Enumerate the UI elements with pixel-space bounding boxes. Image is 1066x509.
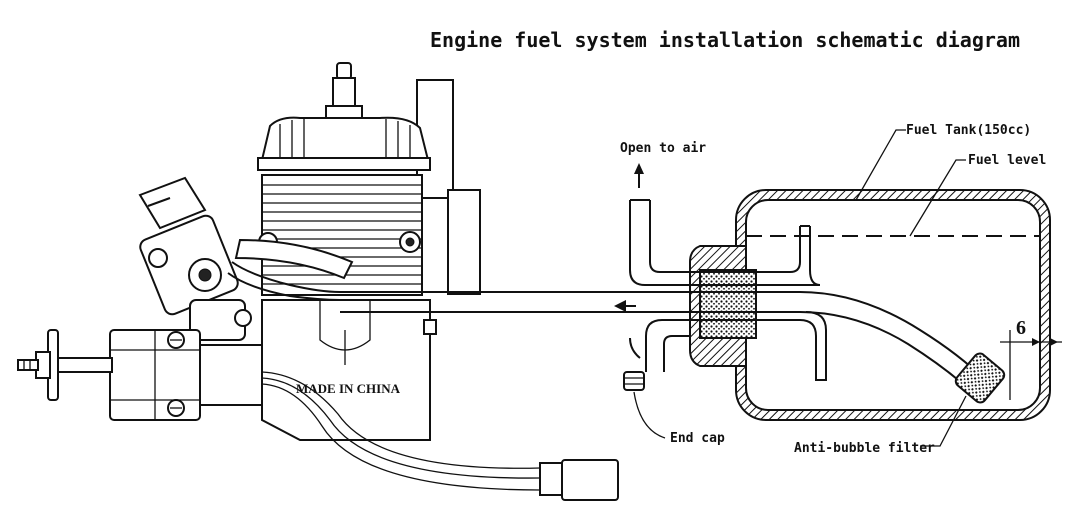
fuel-line	[340, 291, 690, 313]
prop-shaft	[17, 329, 113, 401]
made-in-china-label: MADE IN CHINA	[296, 381, 401, 396]
anti-bubble-filter	[954, 352, 1006, 404]
spark-plug	[325, 62, 363, 119]
crankcase	[261, 299, 431, 441]
head-gasket-flange	[257, 157, 431, 171]
carb-fuel-hose	[231, 261, 341, 293]
end-cap	[623, 371, 645, 391]
ignition-wire	[261, 371, 619, 501]
vent-tube	[629, 163, 821, 286]
clunk-line	[690, 291, 1006, 404]
callout-leaders	[633, 129, 967, 447]
open-to-air-label: Open to air	[620, 141, 706, 156]
fuel-tank	[735, 189, 1051, 421]
exhaust-side-plate	[447, 189, 481, 295]
tank-stopper	[689, 245, 757, 367]
end-cap-label: End cap	[670, 431, 725, 446]
diagram-title: Engine fuel system installation schemati…	[430, 28, 1020, 52]
cylinder-head	[260, 116, 430, 161]
anti-bubble-filter-label: Anti-bubble filter	[794, 441, 935, 456]
fill-line	[623, 311, 827, 391]
fuel-tank-label: Fuel Tank(150cc)	[906, 123, 1031, 138]
dimension-marker: 6	[1000, 317, 1062, 400]
carburetor	[138, 176, 252, 341]
engine: MADE IN CHINA	[17, 62, 619, 501]
fuel-level-label: Fuel level	[968, 153, 1046, 168]
dimension-value: 6	[1016, 317, 1026, 339]
ignition-module	[109, 329, 263, 421]
